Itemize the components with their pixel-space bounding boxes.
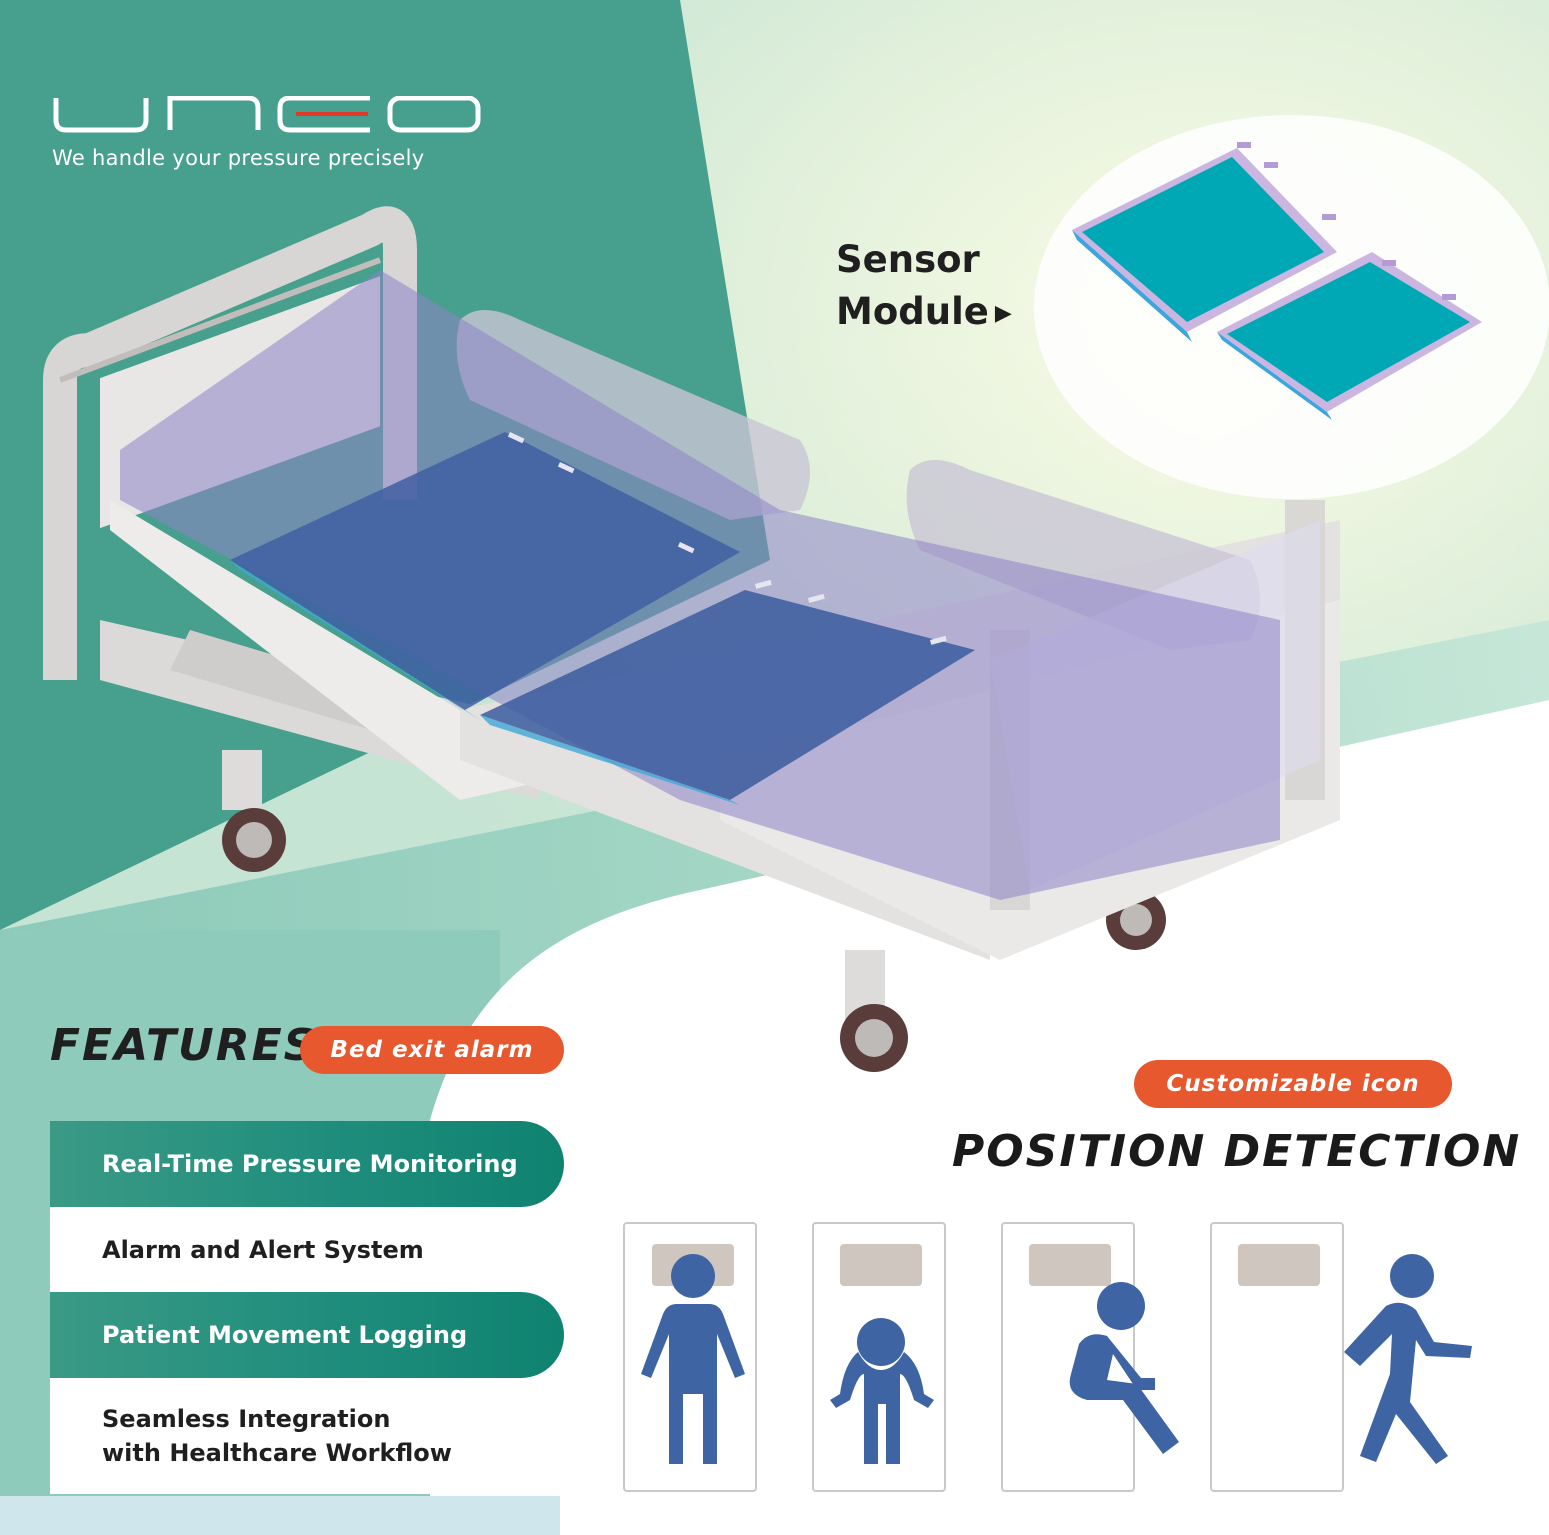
feature-label: Real-Time Pressure Monitoring — [102, 1150, 518, 1178]
feature-realtime-monitoring: Real-Time Pressure Monitoring — [50, 1121, 564, 1207]
lying-side-person-icon — [830, 1244, 934, 1464]
position-card-side — [812, 1222, 946, 1492]
supine-person-icon — [641, 1244, 745, 1464]
position-card-supine — [623, 1222, 757, 1492]
customizable-icon-badge: Customizable icon — [1134, 1060, 1452, 1108]
sensor-module-label: Sensor Module▶ — [836, 234, 1012, 340]
walking-person-icon — [1238, 1244, 1472, 1464]
features-title: FEATURES — [50, 1020, 318, 1071]
feature-label: Alarm and Alert System — [102, 1236, 424, 1264]
bed-exit-alarm-badge: Bed exit alarm — [300, 1026, 564, 1074]
sensor-label-line2: Module — [836, 290, 989, 333]
brand-tagline: We handle your pressure precisely — [52, 146, 425, 170]
feature-label: Patient Movement Logging — [102, 1321, 468, 1349]
hospital-bed-illustration — [43, 206, 1340, 1072]
position-card-sitting — [1001, 1222, 1179, 1492]
feature-label: Seamless Integration with Healthcare Wor… — [102, 1405, 452, 1467]
feature-alarm-system: Alarm and Alert System — [50, 1207, 564, 1293]
position-card-walking — [1210, 1222, 1472, 1492]
feature-seamless-integration: Seamless Integration with Healthcare Wor… — [50, 1378, 564, 1494]
sensor-module-image — [1034, 115, 1549, 499]
triangle-right-icon: ▶ — [994, 300, 1012, 326]
feature-movement-logging: Patient Movement Logging — [50, 1292, 564, 1378]
sensor-label-line1: Sensor — [836, 238, 980, 281]
sitting-person-icon — [1029, 1244, 1179, 1454]
uneo-logo — [53, 96, 481, 133]
position-detection-title: POSITION DETECTION — [952, 1126, 1522, 1177]
